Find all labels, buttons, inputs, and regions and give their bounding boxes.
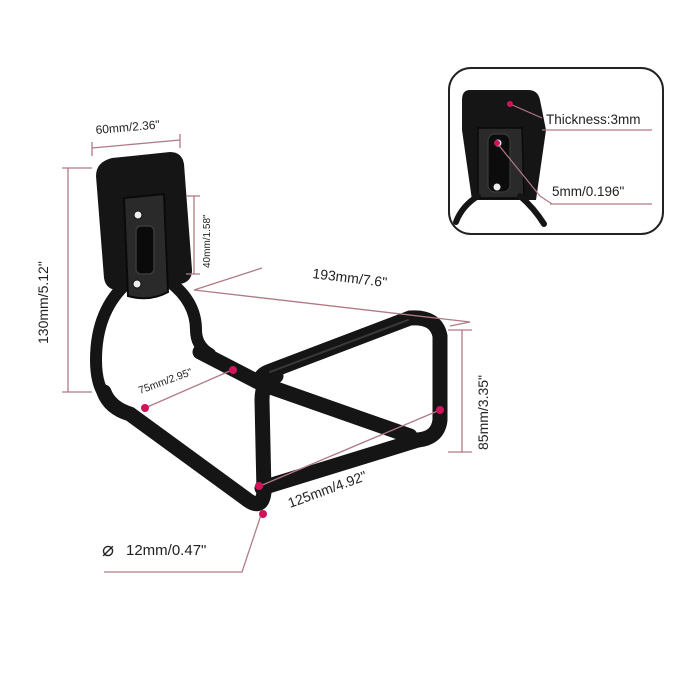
dim-total-depth-line	[193, 289, 471, 323]
dimension-markers	[141, 366, 444, 518]
label-tube-diameter: 12mm/0.47"	[126, 542, 206, 559]
label-plate-width: 60mm/2.36"	[95, 117, 160, 137]
screw-hole-top	[133, 210, 143, 220]
inset-hole-bottom	[493, 183, 501, 191]
hook-bottom-bar	[96, 384, 272, 512]
hook-left-arm	[89, 276, 134, 408]
label-inner-width: 75mm/2.95"	[137, 366, 194, 397]
marker-tube	[259, 510, 267, 518]
marker-length-far	[436, 406, 444, 414]
label-thickness: Thickness:3mm	[546, 112, 641, 127]
label-plate-height: 40mm/1.58"	[202, 214, 213, 268]
inset-detail: Thickness:3mm 5mm/0.196"	[448, 67, 664, 235]
marker-length-near	[255, 482, 263, 490]
hook-front-bar	[254, 432, 426, 496]
hook-right-arm	[164, 276, 216, 360]
inset-arm-right	[517, 193, 547, 227]
inset-marker-plate	[507, 101, 513, 107]
hook-near-upright	[254, 368, 284, 500]
inset-thickness-leader	[509, 103, 543, 119]
inset-marker-hole	[494, 140, 500, 146]
diameter-icon: ⌀	[102, 539, 114, 561]
dim-plate-width-line	[91, 139, 181, 149]
marker-inner-left	[141, 404, 149, 412]
marker-inner-right	[229, 366, 237, 374]
dim-inner-width-line	[144, 369, 233, 409]
label-hook-height: 85mm/3.35"	[475, 375, 491, 450]
bike-hook-product	[89, 152, 448, 512]
label-hole-size: 5mm/0.196"	[552, 184, 625, 199]
dimension-lines	[62, 134, 472, 573]
dim-tube-diameter-leader	[104, 511, 263, 573]
inset-hole-leader	[496, 142, 553, 205]
inset-arm-left	[453, 193, 481, 225]
label-total-height: 130mm/5.12"	[35, 261, 51, 344]
label-total-depth: 193mm/7.6"	[312, 265, 388, 290]
inset-slot	[487, 133, 511, 193]
hook-highlight	[269, 319, 409, 373]
screw-hole-bottom	[132, 279, 142, 289]
dim-hook-length-line	[259, 409, 441, 487]
plate-slot	[135, 225, 155, 275]
